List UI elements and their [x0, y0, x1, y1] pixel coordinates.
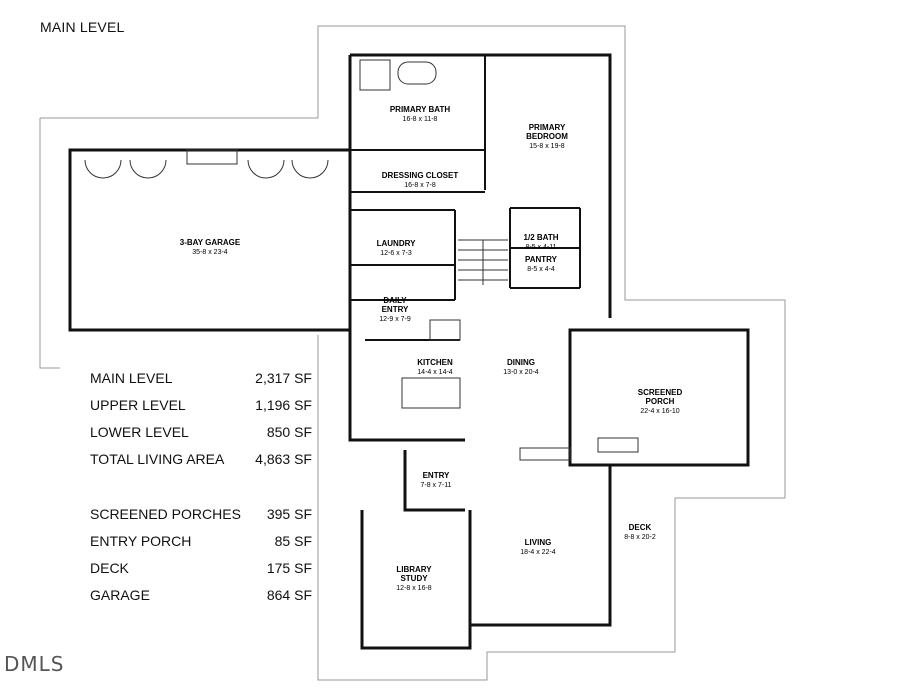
area-value: 850 SF [266, 424, 312, 440]
room-dimensions: 16-8 x 11-8 [403, 116, 438, 123]
area-row: UPPER LEVEL 1,196 SF [90, 397, 320, 417]
room-name: PANTRY [525, 255, 558, 264]
page-title: MAIN LEVEL [40, 19, 125, 35]
room-name: PRIMARY BATH [390, 105, 451, 114]
room-name: LAUNDRY [377, 239, 416, 248]
area-value: 864 SF [266, 587, 312, 603]
area-row: DECK 175 SF [90, 560, 320, 580]
area-label: TOTAL LIVING AREA [90, 451, 225, 467]
room-name: ENTRY [382, 305, 409, 314]
room-name: LIVING [525, 538, 552, 547]
room-name: SCREENED [638, 388, 683, 397]
area-row: ENTRY PORCH 85 SF [90, 533, 320, 553]
room-name: PRIMARY [529, 123, 566, 132]
room-dimensions: 8-8 x 20-2 [624, 534, 656, 541]
room-name: DRESSING CLOSET [382, 171, 459, 180]
exterior-walls [68, 53, 750, 650]
area-label: ENTRY PORCH [90, 533, 192, 549]
room-dimensions: 13-0 x 20-4 [503, 369, 539, 376]
room-name: KITCHEN [417, 358, 453, 367]
area-label: MAIN LEVEL [90, 370, 173, 386]
room-name: LIBRARY [396, 565, 432, 574]
room-dimensions: 14-4 x 14-4 [417, 369, 453, 376]
room-name: DINING [507, 358, 535, 367]
area-label: LOWER LEVEL [90, 424, 189, 440]
room-dimensions: 16-8 x 7-8 [404, 182, 436, 189]
room-dimensions: 12-6 x 7-3 [380, 250, 412, 257]
watermark-logo: DMLS [4, 652, 65, 676]
area-label: DECK [90, 560, 129, 576]
room-dimensions: 8-5 x 4-4 [527, 266, 555, 273]
area-value: 85 SF [274, 533, 312, 549]
area-row: MAIN LEVEL 2,317 SF [90, 370, 320, 390]
room-name: PORCH [646, 397, 675, 406]
area-row: TOTAL LIVING AREA 4,863 SF [90, 451, 320, 471]
room-name: 1/2 BATH [524, 233, 559, 242]
area-value: 2,317 SF [255, 370, 312, 386]
room-dimensions: 22-4 x 16-10 [640, 408, 679, 415]
room-name: ENTRY [423, 471, 450, 480]
room-dimensions: 18-4 x 22-4 [520, 549, 556, 556]
room-name: DAILY [383, 296, 407, 305]
room-dimensions: 8-5 x 4-11 [526, 244, 557, 251]
area-label: GARAGE [90, 587, 150, 603]
room-dimensions: 7-8 x 7-11 [421, 482, 452, 489]
garage-doors [84, 149, 329, 179]
area-row: GARAGE 864 SF [90, 587, 320, 607]
area-row: SCREENED PORCHES 395 SF [90, 506, 320, 526]
area-value: 4,863 SF [255, 451, 312, 467]
site-outline [39, 25, 786, 681]
fixtures [359, 59, 639, 461]
room-name: BEDROOM [526, 132, 568, 141]
area-value: 1,196 SF [255, 397, 312, 413]
room-name: DECK [629, 523, 652, 532]
area-row: LOWER LEVEL 850 SF [90, 424, 320, 444]
room-name: 3-BAY GARAGE [180, 238, 241, 247]
area-value: 175 SF [266, 560, 312, 576]
area-label: UPPER LEVEL [90, 397, 186, 413]
interior-walls [350, 55, 581, 341]
room-name: STUDY [400, 574, 428, 583]
area-label: SCREENED PORCHES [90, 506, 241, 522]
stairs [458, 239, 508, 285]
area-value: 395 SF [266, 506, 312, 522]
room-dimensions: 35-8 x 23-4 [192, 249, 228, 256]
room-dimensions: 15-8 x 19-8 [529, 143, 565, 150]
room-dimensions: 12-8 x 16-8 [396, 585, 432, 592]
room-dimensions: 12-9 x 7-9 [379, 316, 411, 323]
